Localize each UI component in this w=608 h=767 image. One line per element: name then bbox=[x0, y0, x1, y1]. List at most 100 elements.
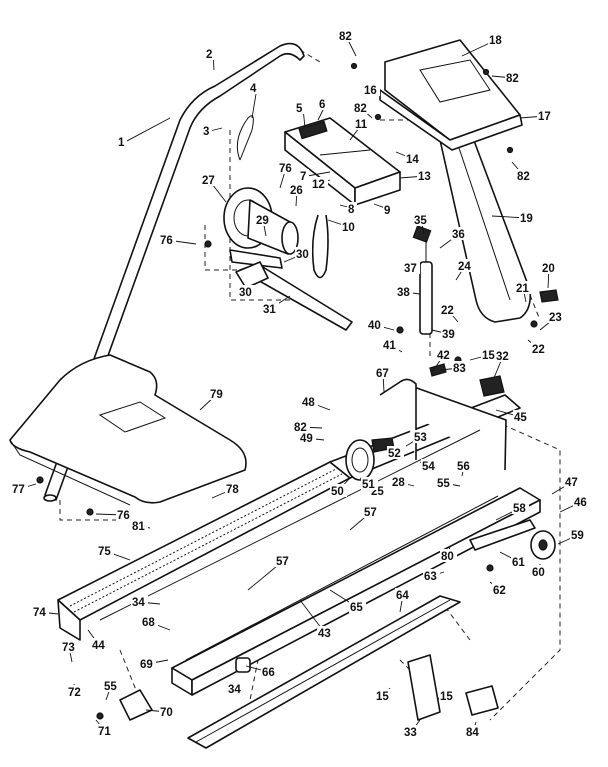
callout-bg-29 bbox=[255, 213, 272, 226]
part-callout-8: 8 bbox=[348, 204, 355, 216]
callout-bg-78 bbox=[225, 482, 242, 495]
callout-bg-84 bbox=[465, 725, 482, 738]
part-callout-18: 18 bbox=[489, 35, 502, 47]
callout-bg-12 bbox=[311, 177, 328, 190]
callout-bg-18 bbox=[488, 33, 505, 46]
callout-bg-30 bbox=[238, 285, 255, 298]
callout-bg-53 bbox=[413, 430, 430, 443]
callout-bg-68 bbox=[141, 615, 158, 628]
part-callout-9: 9 bbox=[384, 205, 390, 217]
part-callout-39: 39 bbox=[442, 329, 455, 341]
callout-bg-62 bbox=[492, 583, 509, 596]
part-callout-32: 32 bbox=[496, 351, 509, 363]
part-callout-83: 83 bbox=[453, 363, 466, 375]
console-frame bbox=[379, 39, 523, 151]
callout-bg-14 bbox=[405, 152, 422, 165]
callout-bg-39 bbox=[441, 327, 458, 340]
part-callout-56: 56 bbox=[457, 461, 470, 473]
part-callout-80: 80 bbox=[441, 551, 454, 563]
incline-wheel bbox=[530, 530, 556, 560]
part-callout-82: 82 bbox=[294, 422, 307, 434]
part-callout-82: 82 bbox=[354, 103, 367, 115]
part-callout-6: 6 bbox=[319, 99, 325, 111]
callout-bg-46 bbox=[573, 495, 590, 508]
callout-bg-10 bbox=[341, 220, 358, 233]
treadmill-frame bbox=[57, 378, 541, 696]
callout-bg-76 bbox=[159, 233, 176, 246]
callout-bg-61 bbox=[511, 555, 528, 568]
callout-bg-80 bbox=[440, 549, 457, 562]
part-callout-13: 13 bbox=[418, 171, 431, 183]
callout-bg-52 bbox=[387, 446, 404, 459]
part-callout-61: 61 bbox=[512, 557, 525, 569]
callout-bg-60 bbox=[531, 565, 548, 578]
callout-bg-50 bbox=[330, 484, 347, 497]
part-callout-67: 67 bbox=[376, 368, 389, 380]
part-callout-63: 63 bbox=[424, 571, 437, 583]
part-callout-42: 42 bbox=[437, 350, 450, 362]
part-callout-48: 48 bbox=[302, 397, 315, 409]
callout-bg-8 bbox=[347, 202, 357, 215]
part-callout-4: 4 bbox=[250, 83, 257, 95]
callout-bg-71 bbox=[97, 724, 114, 737]
callout-bg-57 bbox=[275, 554, 292, 567]
part-callout-43: 43 bbox=[318, 628, 331, 640]
callout-bg-11 bbox=[354, 117, 371, 130]
part-callout-11: 11 bbox=[355, 119, 368, 131]
part-callout-76: 76 bbox=[117, 510, 130, 522]
part-callout-27: 27 bbox=[202, 175, 215, 187]
part-callout-76: 76 bbox=[160, 235, 173, 247]
callout-bg-23 bbox=[548, 310, 565, 323]
part-callout-78: 78 bbox=[226, 484, 239, 496]
part-callout-10: 10 bbox=[342, 222, 355, 234]
callout-bg-38 bbox=[396, 285, 413, 298]
callout-bg-19 bbox=[519, 211, 536, 224]
callout-bg-26 bbox=[289, 183, 306, 196]
callout-bg-27 bbox=[201, 173, 218, 186]
callout-bg-82 bbox=[353, 101, 370, 114]
part-callout-79: 79 bbox=[210, 389, 223, 401]
callout-bg-40 bbox=[367, 318, 384, 331]
leader-line-1 bbox=[124, 117, 171, 143]
part-callout-54: 54 bbox=[422, 461, 435, 473]
callout-bg-21 bbox=[515, 281, 532, 294]
callout-bg-66 bbox=[261, 665, 278, 678]
callout-bg-54 bbox=[421, 459, 438, 472]
drive-shaft bbox=[235, 261, 353, 331]
part-callout-34: 34 bbox=[228, 684, 241, 696]
part-callout-19: 19 bbox=[520, 213, 533, 225]
drive-motor bbox=[223, 187, 299, 269]
callout-bg-15 bbox=[439, 689, 456, 702]
part-callout-30: 30 bbox=[296, 249, 309, 261]
part-callout-84: 84 bbox=[466, 727, 479, 739]
part-callout-47: 47 bbox=[565, 477, 578, 489]
flywheel-pulley bbox=[345, 437, 395, 481]
callout-bg-20 bbox=[541, 261, 558, 274]
part-callout-52: 52 bbox=[388, 448, 401, 460]
callout-bg-72 bbox=[67, 685, 84, 698]
callout-bg-7 bbox=[299, 169, 309, 182]
part-callout-75: 75 bbox=[98, 546, 111, 558]
callout-bg-4 bbox=[249, 81, 259, 94]
callout-bg-82 bbox=[293, 420, 310, 433]
callout-bg-76 bbox=[278, 161, 295, 174]
part-callout-5: 5 bbox=[296, 103, 303, 115]
part-callout-45: 45 bbox=[514, 412, 527, 424]
part-callout-14: 14 bbox=[406, 154, 419, 166]
part-callout-71: 71 bbox=[98, 726, 111, 738]
part-callout-2: 2 bbox=[206, 49, 212, 61]
part-callout-29: 29 bbox=[256, 215, 269, 227]
part-callout-65: 65 bbox=[350, 602, 363, 614]
part-callout-49: 49 bbox=[300, 433, 313, 445]
part-callout-22: 22 bbox=[441, 305, 454, 317]
callout-bg-70 bbox=[159, 705, 176, 718]
callout-bg-34 bbox=[131, 595, 148, 608]
callout-bg-16 bbox=[363, 83, 380, 96]
part-callout-58: 58 bbox=[513, 503, 526, 515]
part-callout-77: 77 bbox=[12, 484, 25, 496]
callout-bg-42 bbox=[436, 348, 453, 361]
callout-bg-64 bbox=[395, 588, 412, 601]
lift-cylinder bbox=[412, 225, 433, 335]
